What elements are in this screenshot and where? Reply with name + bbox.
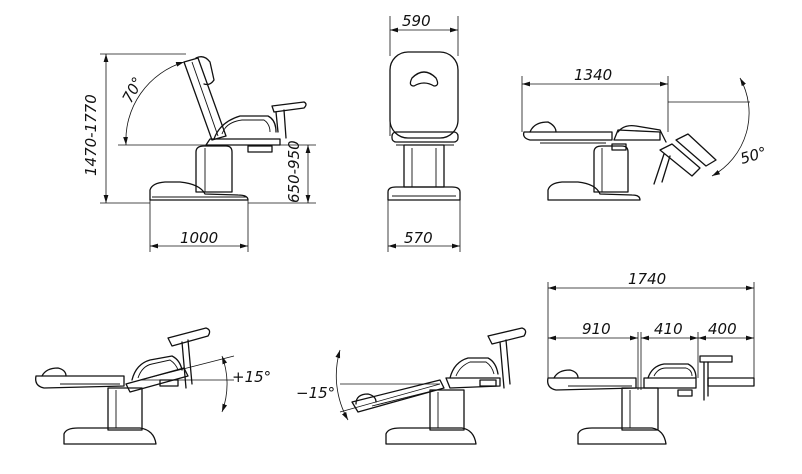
backrest-angle-label: 70° [119,74,147,106]
total-length-label: 1740 [628,270,666,288]
height-range-label: 1470-1770 [82,94,100,176]
seg-leg-label: 400 [708,320,737,338]
side-view-flat: 1340 50° [521,66,769,201]
seg-seat-label: 410 [654,320,683,338]
leg-angle-label: 50° [738,143,769,168]
seg-back-label: 910 [582,320,611,338]
flat-length-label: 1340 [574,66,612,84]
front-view: 590 570 [387,12,461,252]
top-width-label: 590 [402,12,431,30]
tilt-minus-label: −15° [296,384,335,402]
side-view-extended: 1740 910 410 400 [547,270,755,445]
tilt-plus-label: +15° [232,368,271,386]
side-view-upright: 1470-1770 70° 650-950 1000 [82,53,316,252]
side-view-tilt-minus: −15° [296,327,527,445]
base-length-label: 1000 [180,229,218,247]
side-view-tilt-plus: +15° [35,327,271,445]
bottom-width-label: 570 [404,229,433,247]
seat-height-label: 650-950 [285,140,303,203]
